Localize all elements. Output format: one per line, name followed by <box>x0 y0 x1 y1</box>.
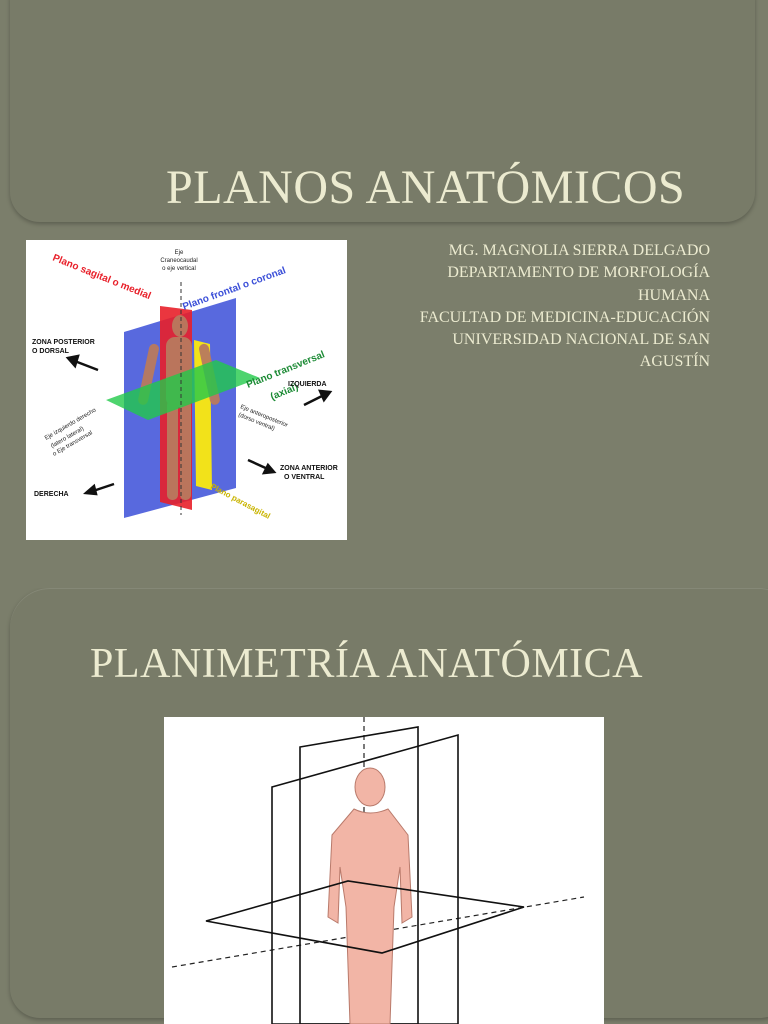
vertical-axis-label-3: o eje vertical <box>162 266 196 272</box>
slide-title: PLANOS ANATÓMICOS <box>166 160 685 215</box>
anatomical-planes-figure: Plano sagital o medial Plano frontal o c… <box>26 240 347 540</box>
slide-planos-anatomicos: PLANOS ANATÓMICOS <box>0 0 768 588</box>
author-line: FACULTAD DE MEDICINA-EDUCACIÓN <box>356 307 710 329</box>
posterior-label-1: ZONA POSTERIOR <box>32 339 95 346</box>
author-line: MG. MAGNOLIA SIERRA DELGADO <box>356 240 710 262</box>
vertical-axis-label-2: Craneocaudal <box>160 258 197 264</box>
anterior-label-2: O VENTRAL <box>284 474 325 481</box>
author-line: UNIVERSIDAD NACIONAL DE SAN <box>356 329 710 351</box>
right-label: DERECHA <box>34 491 69 498</box>
slide-title: PLANIMETRÍA ANATÓMICA <box>90 640 643 688</box>
anterior-label-1: ZONA ANTERIOR <box>280 465 338 472</box>
author-line: HUMANA <box>356 285 710 307</box>
human-figure <box>328 768 412 1024</box>
vertical-axis-label-1: Eje <box>175 250 184 256</box>
posterior-label-2: O DORSAL <box>32 348 70 355</box>
planimetry-figure <box>164 717 604 1024</box>
parasagittal-label: Plano parasagital <box>209 482 272 521</box>
author-line: DEPARTAMENTO DE MORFOLOGÍA <box>356 262 710 284</box>
left-label: IZQUIERDA <box>288 381 327 388</box>
author-line: AGUSTÍN <box>356 351 710 373</box>
author-block: MG. MAGNOLIA SIERRA DELGADO DEPARTAMENTO… <box>356 240 710 374</box>
sagittal-label: Plano sagital o medial <box>51 253 153 303</box>
